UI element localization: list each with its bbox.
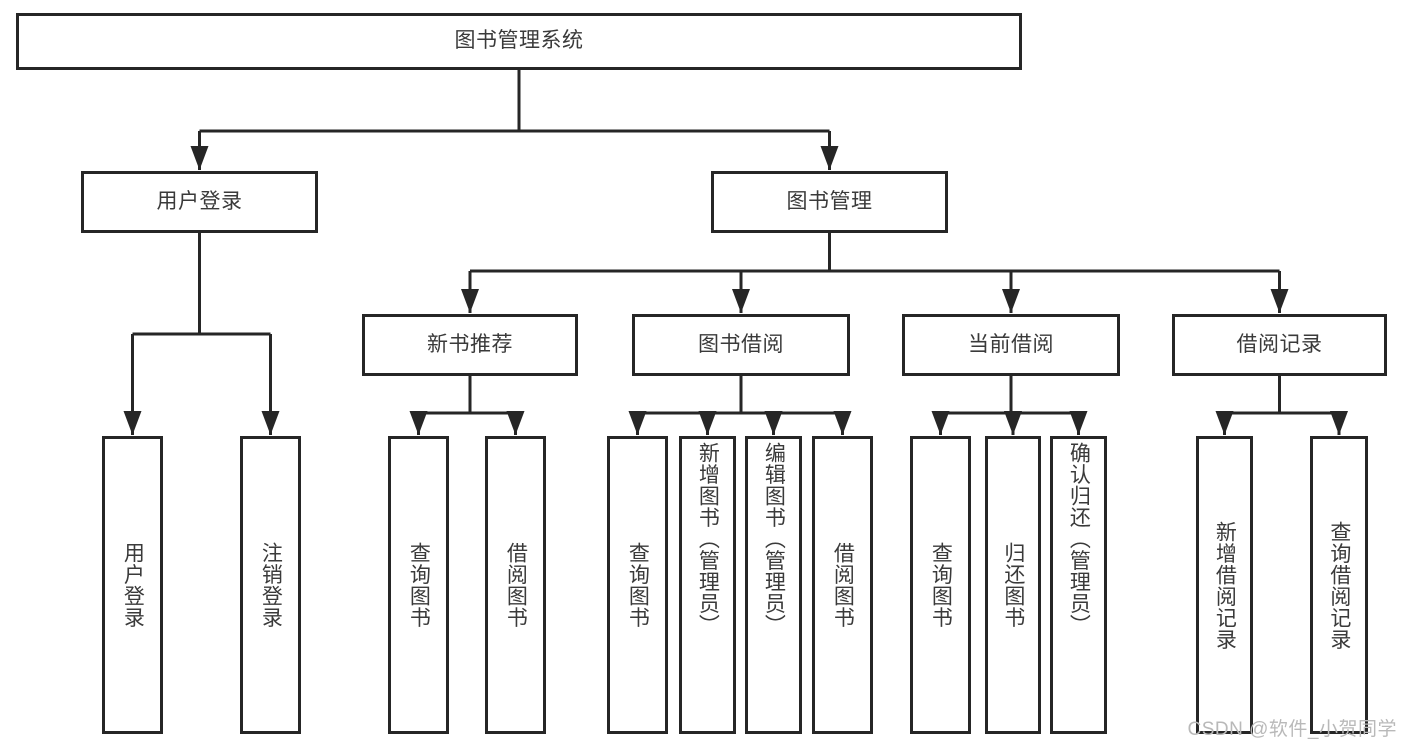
- node-leaf-borrow-book-2-box[interactable]: [812, 436, 873, 734]
- node-leaf-query-book-2-box[interactable]: [607, 436, 668, 734]
- watermark-text: CSDN @软件_小贺同学: [1187, 719, 1397, 740]
- node-leaf-borrow-book-1-box[interactable]: [485, 436, 546, 734]
- node-leaf-add-book-box[interactable]: [679, 436, 736, 734]
- node-user-login-box[interactable]: [81, 171, 318, 233]
- node-leaf-query-record-box[interactable]: [1310, 436, 1368, 734]
- node-current-borrow-box[interactable]: [902, 314, 1120, 376]
- node-borrow-record-box[interactable]: [1172, 314, 1387, 376]
- node-leaf-query-book-1-box[interactable]: [388, 436, 449, 734]
- node-new-book-rec-box[interactable]: [362, 314, 578, 376]
- node-book-manage-box[interactable]: [711, 171, 948, 233]
- node-leaf-return-book-box[interactable]: [985, 436, 1041, 734]
- node-root-box[interactable]: [16, 13, 1022, 70]
- node-leaf-logout-box[interactable]: [240, 436, 301, 734]
- node-leaf-user-login-box[interactable]: [102, 436, 163, 734]
- node-leaf-query-book-3-box[interactable]: [910, 436, 971, 734]
- node-leaf-confirm-return-box[interactable]: [1050, 436, 1107, 734]
- node-leaf-add-record-box[interactable]: [1196, 436, 1253, 734]
- node-book-borrow-box[interactable]: [632, 314, 850, 376]
- node-leaf-edit-book-box[interactable]: [745, 436, 802, 734]
